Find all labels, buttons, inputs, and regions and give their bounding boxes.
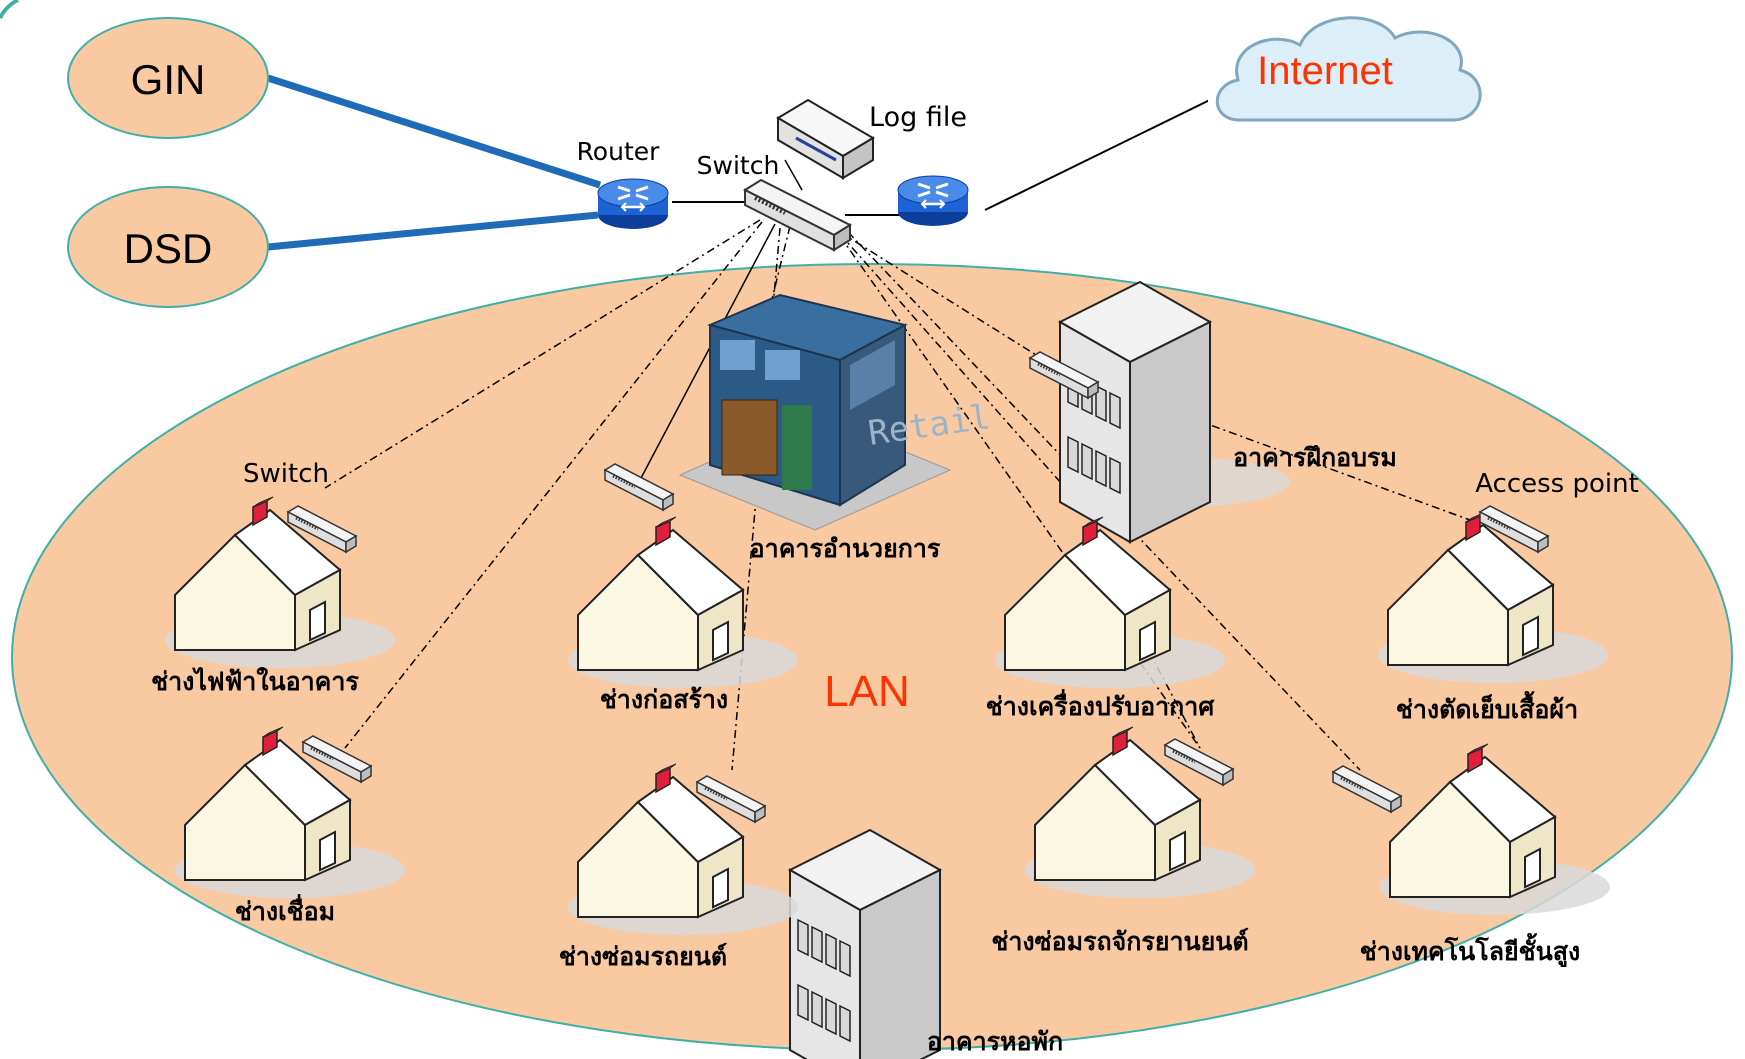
admin-building: Retail	[678, 293, 993, 531]
dsd-node	[67, 186, 269, 308]
log-file-label: Log file	[869, 102, 967, 133]
log-link	[784, 159, 803, 191]
internet-label: Internet	[1257, 49, 1393, 93]
switch-label: Switch	[697, 151, 780, 180]
house-welding-label: ช่างเชื่อม	[235, 894, 335, 926]
gin-label: GIN	[131, 56, 206, 103]
house-construction-label: ช่างก่อสร้าง	[600, 685, 728, 714]
access-point-label: Access point	[1475, 469, 1639, 499]
corner-accent	[0, 0, 19, 19]
house-electrical-label: ช่างไฟฟ้าในอาคาร	[151, 666, 359, 696]
house-aircon-label: ช่างเครื่องปรับอากาศ	[986, 689, 1216, 721]
dsd-label: DSD	[124, 225, 213, 272]
house-sewing-label: ช่างตัดเย็บเสื้อผ้า	[1396, 690, 1578, 724]
training-building	[1059, 281, 1290, 543]
lan-label: LAN	[824, 667, 910, 716]
house-motorcycle-label: ช่างซ่อมรถจักรยานยนต์	[991, 927, 1248, 956]
dormitory-building	[789, 829, 941, 1059]
admin-building-label: อาคารอำนวยการ	[750, 534, 941, 563]
dsd-link	[267, 211, 599, 251]
router-main	[596, 177, 670, 231]
house-auto-repair-label: ช่างซ่อมรถยนต์	[559, 942, 727, 971]
house-hightech-label: ช่างเทคโนโลยีชั้นสูง	[1360, 932, 1580, 968]
internet-cloud	[1208, 8, 1482, 140]
log-file-server	[776, 98, 875, 180]
dormitory-building-label: อาคารหอพัก	[927, 1027, 1063, 1056]
router-label: Router	[577, 137, 661, 166]
router-internet	[896, 174, 970, 228]
training-building-label: อาคารฝึกอบรม	[1233, 443, 1397, 472]
router-internet-link	[984, 94, 1221, 211]
local-switch-label: Switch	[243, 459, 329, 489]
gin-link	[266, 74, 602, 189]
gin-node	[67, 17, 269, 139]
main-switch	[742, 178, 853, 252]
